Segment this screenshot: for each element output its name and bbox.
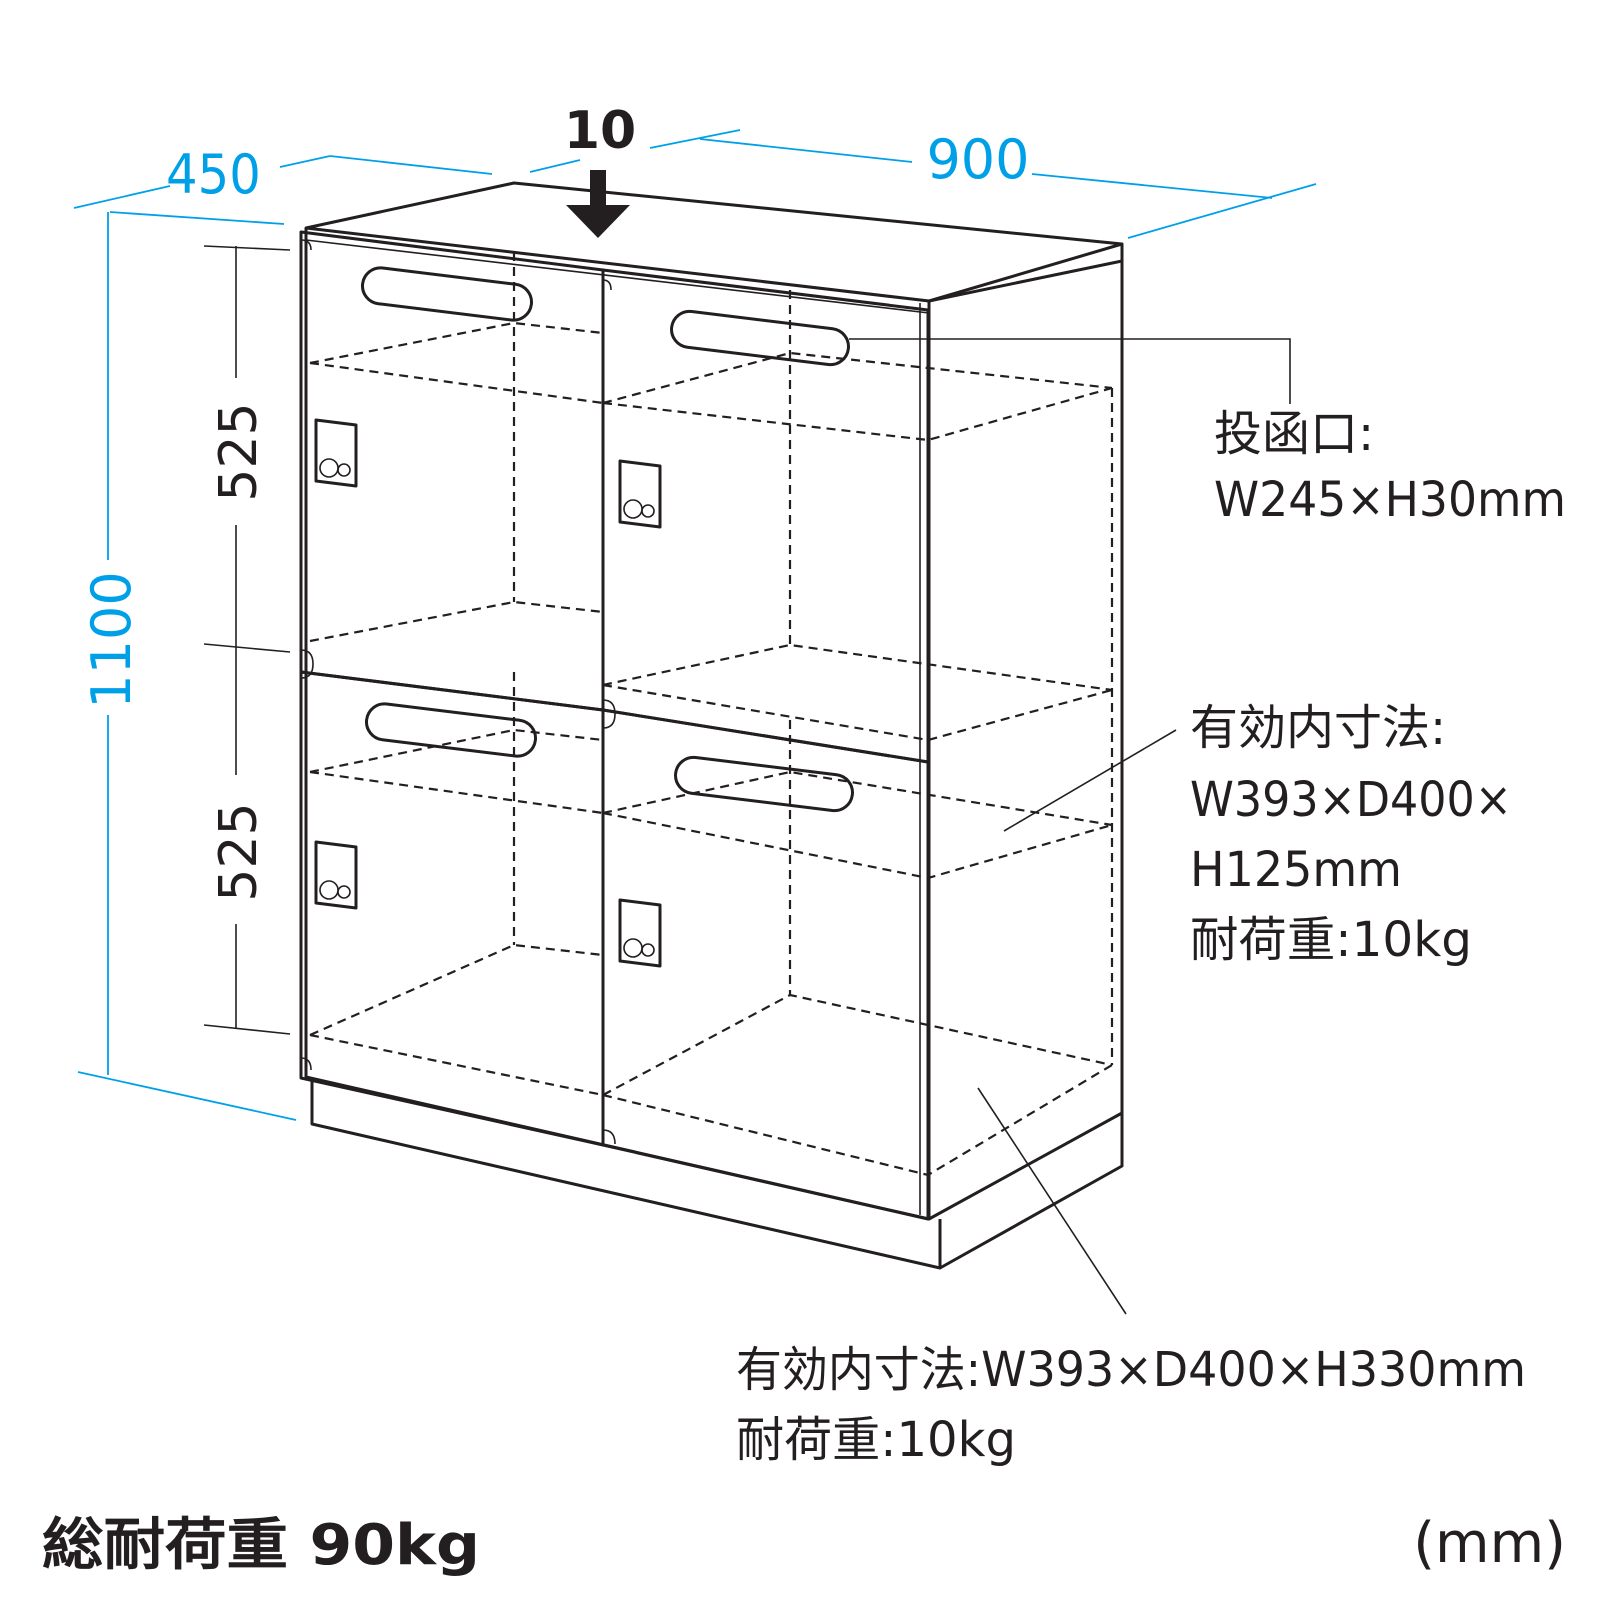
slot-lower-left — [364, 702, 538, 758]
upper-inner-size-1: W393×D400× — [1190, 772, 1512, 828]
door-locks — [314, 418, 662, 968]
internal-shelves — [309, 252, 1114, 1177]
lock-icon — [314, 840, 358, 910]
width-dimension: 900 — [926, 128, 1029, 191]
slot-label: 投函口: — [1214, 406, 1374, 462]
unit-label: (mm) — [1413, 1511, 1566, 1576]
lock-icon — [314, 418, 358, 488]
slot-size: W245×H30mm — [1214, 472, 1566, 528]
dimension-lines — [73, 129, 1317, 1121]
upper-inner-label: 有効内寸法: — [1190, 700, 1446, 756]
depth-dimension: 450 — [166, 144, 261, 206]
lower-inner: 有効内寸法:W393×D400×H330mm — [736, 1342, 1526, 1398]
mail-slots — [360, 266, 854, 813]
doors — [299, 230, 930, 1221]
slot-lower-right — [674, 755, 854, 813]
leader-lines — [849, 338, 1291, 1315]
lower-load: 耐荷重:10kg — [736, 1412, 1016, 1468]
section-dimension-lines — [203, 245, 291, 1035]
total-load: 総耐荷重 90kg — [42, 1513, 480, 1578]
upper-load: 耐荷重:10kg — [1190, 912, 1472, 968]
height-dimension: 1100 — [80, 571, 143, 708]
lower-section-dimension: 525 — [209, 802, 269, 901]
top-load-arrow — [566, 170, 630, 238]
slot-upper-left — [360, 266, 534, 322]
upper-inner-size-2: H125mm — [1190, 842, 1402, 898]
lock-icon — [618, 898, 662, 968]
lock-icon — [618, 459, 662, 529]
upper-section-dimension: 525 — [209, 402, 269, 501]
top-load-value: 10 — [564, 101, 636, 161]
slot-upper-right — [670, 309, 850, 367]
